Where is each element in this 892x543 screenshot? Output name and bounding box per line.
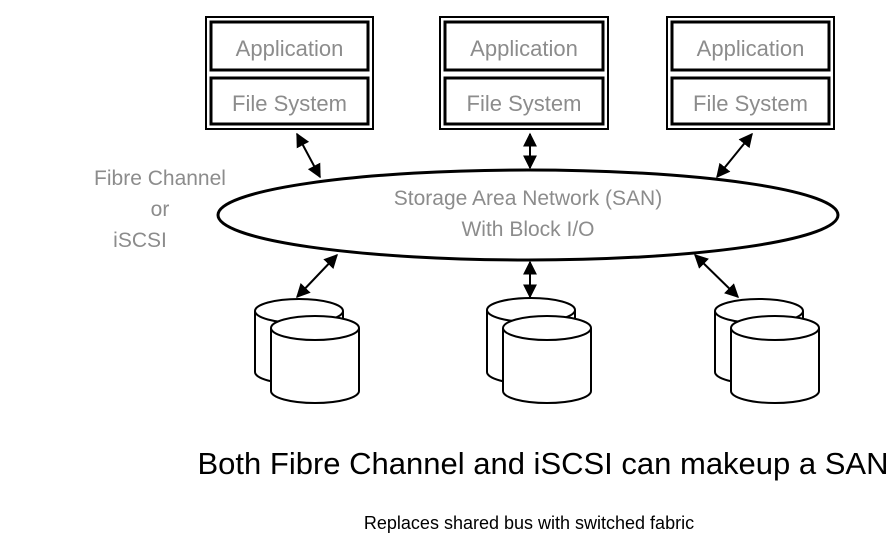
host-3-application-label: Application [697,36,805,61]
host-3-san-arrow [716,132,753,179]
disk-cylinder-front-icon [730,315,820,404]
protocol-label-line2: or [151,198,170,221]
subheadline: Replaces shared bus with switched fabric [364,513,694,533]
protocol-label-line3: iSCSI [113,229,167,252]
disk-cylinder-front-icon [270,315,360,404]
host-2-file-system-label: File System [467,91,582,116]
san-storage-1-arrow [296,253,338,299]
headline: Both Fibre Channel and iSCSI can makeup … [198,446,889,481]
host-1-application-label: Application [236,36,344,61]
host-3: Application File System [666,16,835,130]
disk-cylinder-front-icon [502,315,592,404]
host-1: Application File System [205,16,374,130]
san-storage-3-arrow [693,254,740,298]
host-3-file-system-label: File System [693,91,808,116]
host-2-application-label: Application [470,36,578,61]
protocol-label: Fibre Channel or iSCSI [94,167,226,252]
host-1-san-arrow [296,132,321,179]
san-network: Storage Area Network (SAN) With Block I/… [216,168,840,262]
san-label-line1: Storage Area Network (SAN) [394,187,662,210]
storage-group-1 [254,298,360,404]
san-label-line2: With Block I/O [461,218,594,241]
host-2: Application File System [439,16,609,130]
host-1-file-system-label: File System [232,91,347,116]
storage-group-3 [714,298,820,404]
storage-group-2 [486,297,592,404]
protocol-label-line1: Fibre Channel [94,167,226,190]
